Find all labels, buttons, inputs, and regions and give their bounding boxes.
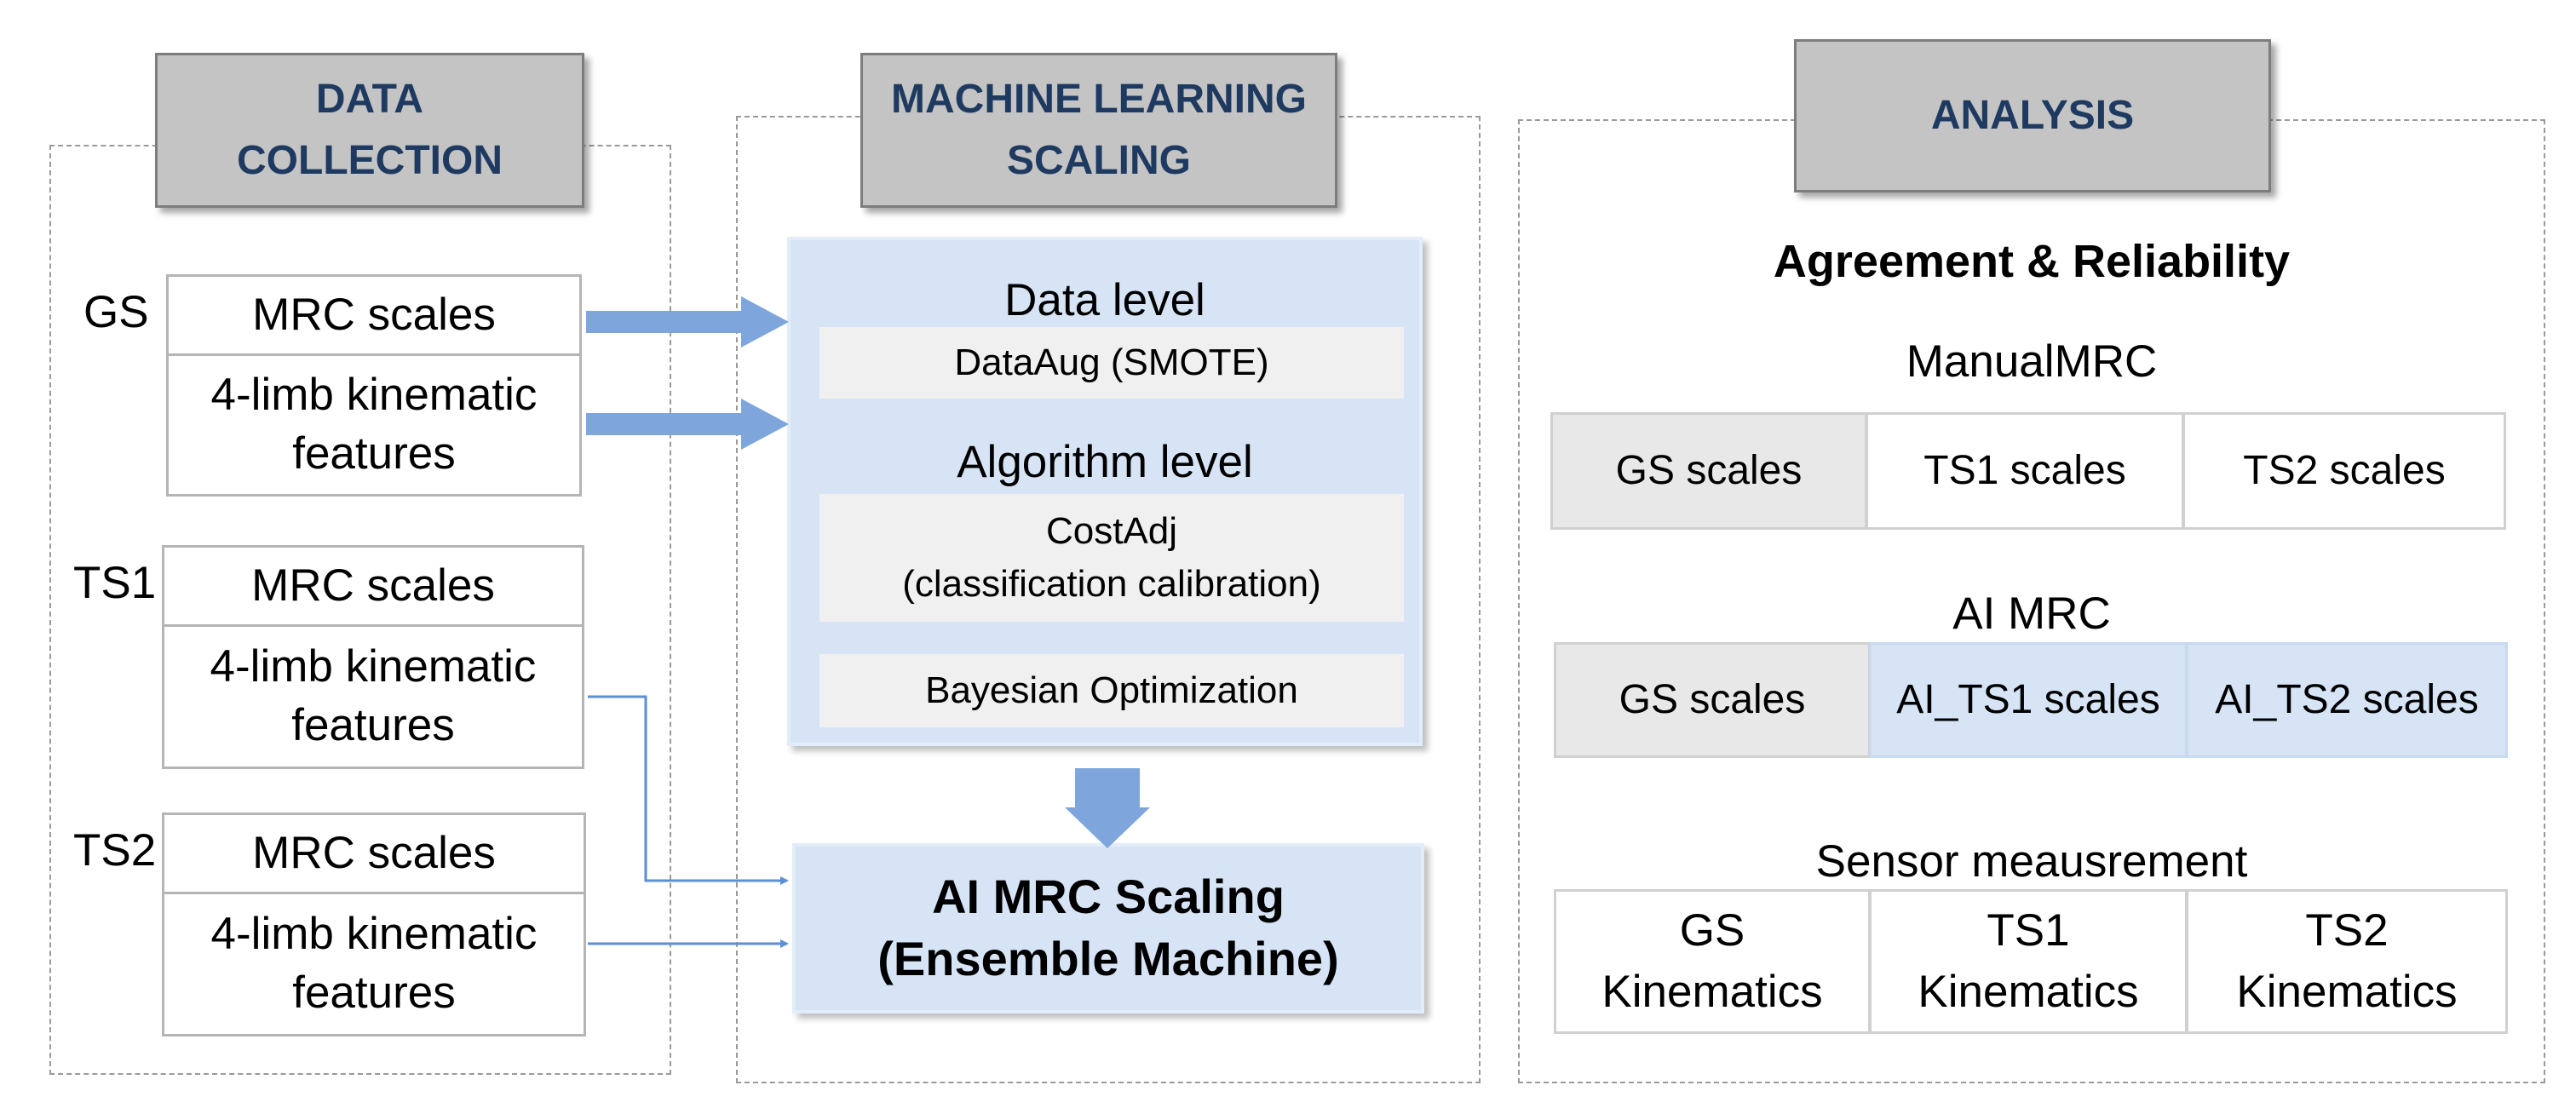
agreement-reliability-title: Agreement & Reliability xyxy=(1773,236,2291,287)
ts1-kinematics-cell: TS1 Kinematics xyxy=(1869,889,2188,1034)
ai-ts2-scales-cell: AI_TS2 scales xyxy=(2186,642,2508,758)
analysis-header: ANALYSIS xyxy=(1794,39,2271,192)
manual-ts2-scales-cell: TS2 scales xyxy=(2182,412,2506,530)
ts1-mrc-scales: MRC scales xyxy=(162,545,584,627)
ts1-features-connector xyxy=(588,695,789,885)
gs-kinematics-cell: GS Kinematics xyxy=(1554,889,1871,1034)
ai-ts1-scales-cell: AI_TS1 scales xyxy=(1869,642,2188,758)
ts2-kinematics-cell: TS2 Kinematics xyxy=(2186,889,2508,1034)
gs-kinematic-features: 4-limb kinematic features xyxy=(166,353,582,497)
machine-learning-header: MACHINE LEARNING SCALING xyxy=(860,53,1337,208)
cost-adj-box: CostAdj (classification calibration) xyxy=(819,494,1404,622)
ml-to-ensemble-arrow xyxy=(1065,768,1150,848)
gs-label: GS xyxy=(83,287,149,337)
ai-mrc-title: AI MRC xyxy=(1952,589,2111,639)
ts1-label: TS1 xyxy=(73,558,157,608)
gs-scales-to-ml-arrow xyxy=(586,296,789,347)
data-aug-smote-box: DataAug (SMOTE) xyxy=(819,327,1404,399)
bayesian-optimization-box: Bayesian Optimization xyxy=(819,654,1404,727)
ensemble-machine-box: AI MRC Scaling (Ensemble Machine) xyxy=(792,843,1424,1014)
manual-gs-scales-cell: GS scales xyxy=(1550,412,1867,530)
data-collection-header: DATA COLLECTION xyxy=(155,53,584,208)
algorithm-level-title: Algorithm level xyxy=(957,437,1253,487)
manual-mrc-title: ManualMRC xyxy=(1906,336,2158,387)
gs-features-to-ml-arrow xyxy=(586,399,789,450)
data-level-title: Data level xyxy=(1004,275,1205,325)
ts2-label: TS2 xyxy=(73,825,157,876)
ts2-kinematic-features: 4-limb kinematic features xyxy=(162,892,586,1036)
ts1-kinematic-features: 4-limb kinematic features xyxy=(162,624,584,769)
ts2-mrc-scales: MRC scales xyxy=(162,813,586,894)
gs-mrc-scales: MRC scales xyxy=(166,274,582,356)
ai-gs-scales-cell: GS scales xyxy=(1554,642,1871,758)
sensor-measurement-title: Sensor meausrement xyxy=(1815,836,2248,887)
manual-ts1-scales-cell: TS1 scales xyxy=(1866,412,2184,530)
